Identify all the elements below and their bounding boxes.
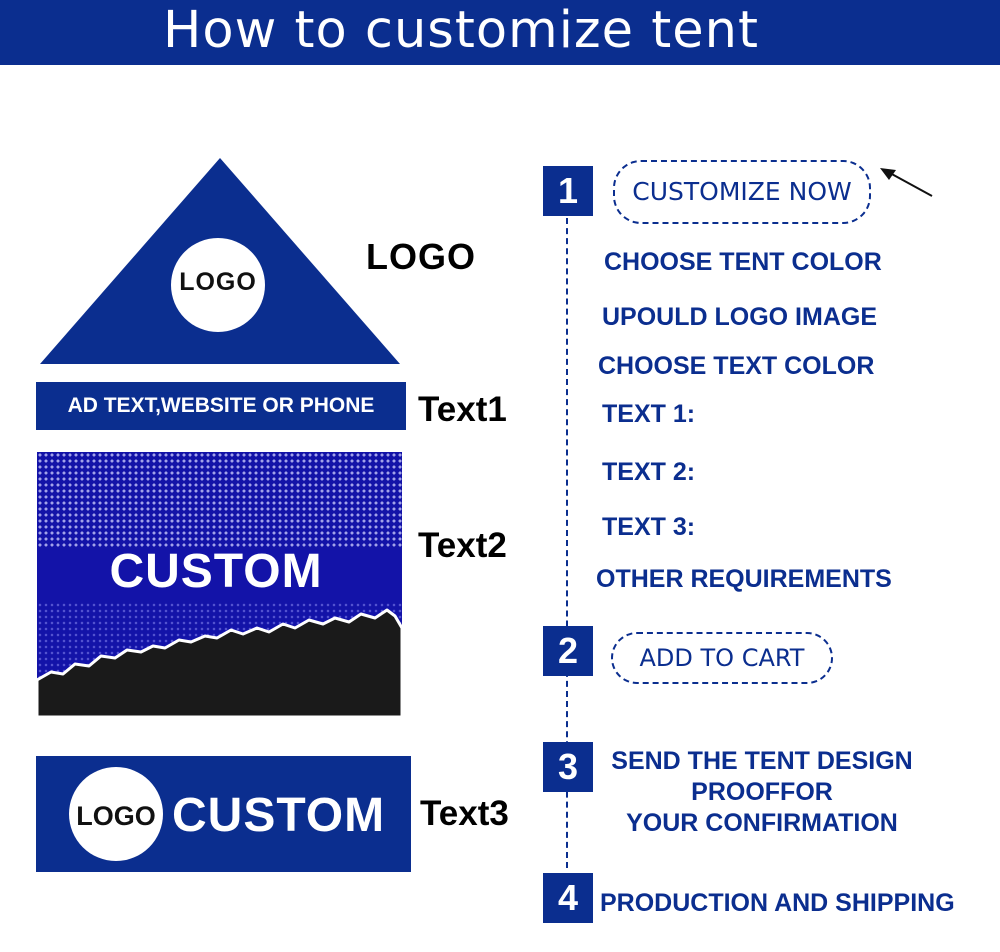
option-choose-tent-color: CHOOSE TENT COLOR — [604, 248, 882, 276]
step-4-text: PRODUCTION AND SHIPPING — [600, 889, 955, 917]
page-title: How to customize tent — [163, 1, 759, 60]
panel2-custom-text: CUSTOM — [109, 545, 323, 598]
arrow-pointer-icon — [880, 168, 933, 197]
logo-circle — [171, 238, 265, 332]
banner3-custom-text: CUSTOM — [172, 789, 386, 842]
banner3-logo-circle — [69, 767, 163, 861]
text2-label: Text2 — [418, 526, 507, 565]
halftone-pattern — [37, 452, 402, 547]
text1-label: Text1 — [418, 390, 507, 429]
option-other-requirements: OTHER REQUIREMENTS — [596, 565, 892, 593]
step-3-badge: 3 — [543, 742, 593, 792]
step-3-text: SEND THE TENT DESIGN PROOFFOR YOUR CONFI… — [597, 746, 927, 839]
step-1-badge: 1 — [543, 166, 593, 216]
text3-banner: LOGO CUSTOM — [36, 756, 411, 872]
step-3-line-3: YOUR CONFIRMATION — [626, 809, 898, 837]
text3-label: Text3 — [420, 794, 509, 833]
add-to-cart-button[interactable]: ADD TO CART — [611, 632, 833, 684]
option-choose-text-color: CHOOSE TEXT COLOR — [598, 352, 875, 380]
customize-now-button[interactable]: CUSTOMIZE NOW — [613, 160, 871, 224]
step-2-badge: 2 — [543, 626, 593, 676]
option-text-2: TEXT 2: — [602, 458, 696, 486]
step-4-badge: 4 — [543, 873, 593, 923]
step-3-line-2: PROOFFOR — [691, 778, 833, 806]
step-3-line-1: SEND THE TENT DESIGN — [611, 747, 913, 775]
torn-paper-graphic — [37, 608, 402, 717]
text1-banner: AD TEXT,WEBSITE OR PHONE — [36, 382, 406, 430]
logo-label: LOGO — [366, 236, 476, 277]
tent-roof-triangle — [40, 158, 400, 364]
banner3-logo-text: LOGO — [76, 801, 156, 831]
text2-panel: CUSTOM — [37, 452, 402, 717]
triangle-logo-text: LOGO — [179, 268, 257, 296]
steps-connector-line — [566, 218, 568, 868]
option-text-3: TEXT 3: — [602, 513, 696, 541]
option-text-1: TEXT 1: — [602, 400, 696, 428]
header-bar: How to customize tent — [0, 0, 1000, 65]
option-upload-logo-image: UPOULD LOGO IMAGE — [602, 303, 877, 331]
